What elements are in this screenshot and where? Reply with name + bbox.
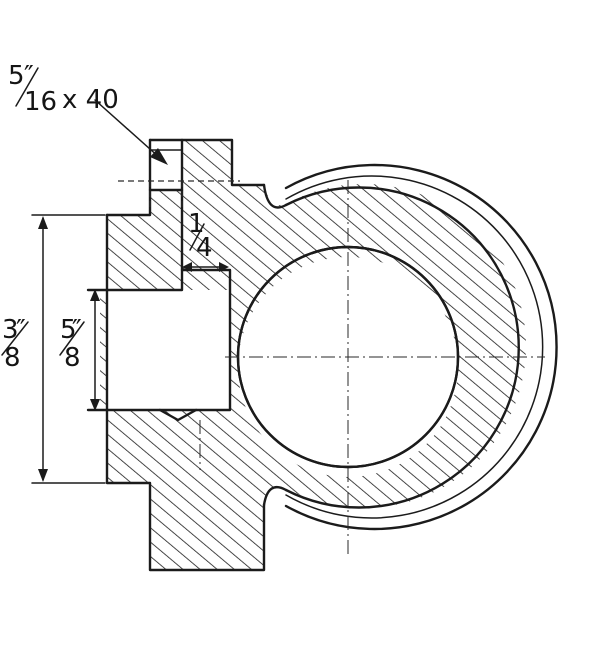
thread-numerator: 5 <box>8 61 25 91</box>
thread-tpi: x 40 <box>62 85 119 115</box>
height-numerator: 3 <box>2 315 19 345</box>
quarter-label: 1 4 <box>188 209 213 263</box>
thread-leader <box>94 99 168 165</box>
bore-label: 5 ″ 8 <box>59 315 85 373</box>
centre-lines <box>199 180 545 555</box>
bore-pocket <box>105 268 232 422</box>
thread-callout: 5 ″ 16 x 40 <box>8 61 119 117</box>
quarter-denominator: 4 <box>196 233 213 263</box>
height-label: 3 ″ 8 <box>1 315 29 373</box>
inch-mark-bore: ″ <box>72 315 82 345</box>
inch-mark-thread: ″ <box>24 61 34 91</box>
threaded-hole <box>118 149 240 208</box>
height-denominator: 8 <box>4 343 21 373</box>
bore-denominator: 8 <box>64 343 81 373</box>
thread-denominator: 16 <box>24 87 57 117</box>
outer-ring <box>284 163 558 531</box>
dim-quarter <box>182 262 229 272</box>
dim-five-eighths <box>90 289 100 411</box>
dim-three-eighths <box>31 214 106 484</box>
